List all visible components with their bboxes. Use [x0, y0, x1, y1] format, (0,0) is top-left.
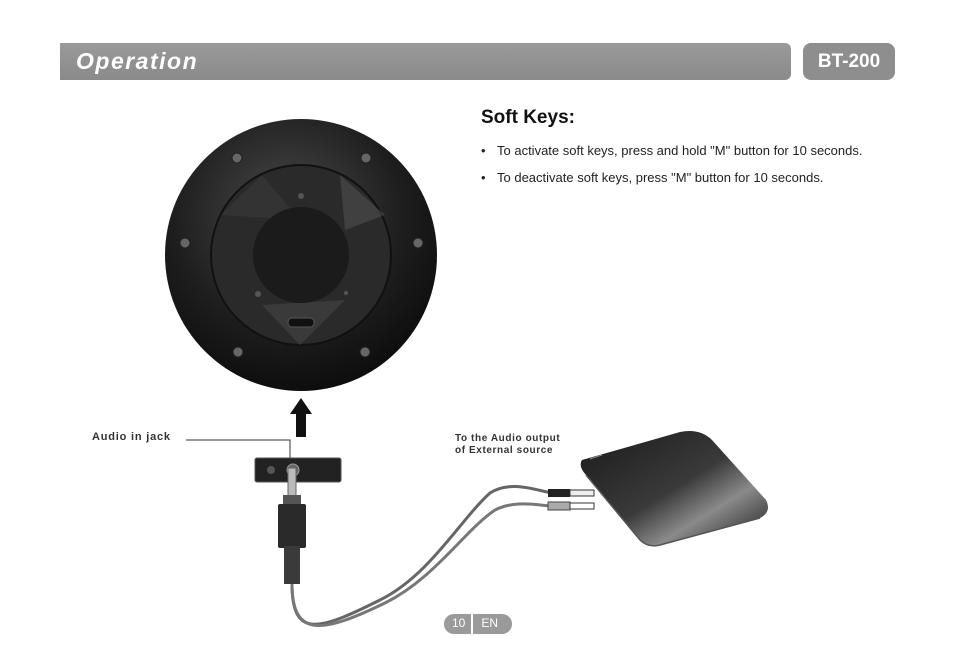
external-source-label: To the Audio output of External source: [455, 433, 561, 456]
header-bar: Operation: [60, 43, 791, 80]
external-device-icon: [580, 431, 768, 547]
speaker-bottom-icon: [165, 119, 437, 391]
page-title: Operation: [76, 48, 199, 74]
language-tag: EN: [473, 614, 513, 634]
up-arrow-icon: [290, 398, 312, 437]
model-badge: BT-200: [803, 43, 895, 80]
page-number: 10: [444, 614, 472, 634]
list-item: •To activate soft keys, press and hold "…: [481, 143, 863, 158]
section-title: Soft Keys:: [481, 107, 575, 128]
audio-cable-icon: [278, 467, 595, 628]
instructions-list: •To activate soft keys, press and hold "…: [481, 143, 862, 197]
list-item: •To deactivate soft keys, press "M" butt…: [481, 170, 824, 185]
audio-in-jack-label: Audio in jack: [92, 431, 171, 443]
audio-jack-panel-icon: [254, 457, 342, 483]
page-footer: 10 EN: [444, 614, 513, 634]
